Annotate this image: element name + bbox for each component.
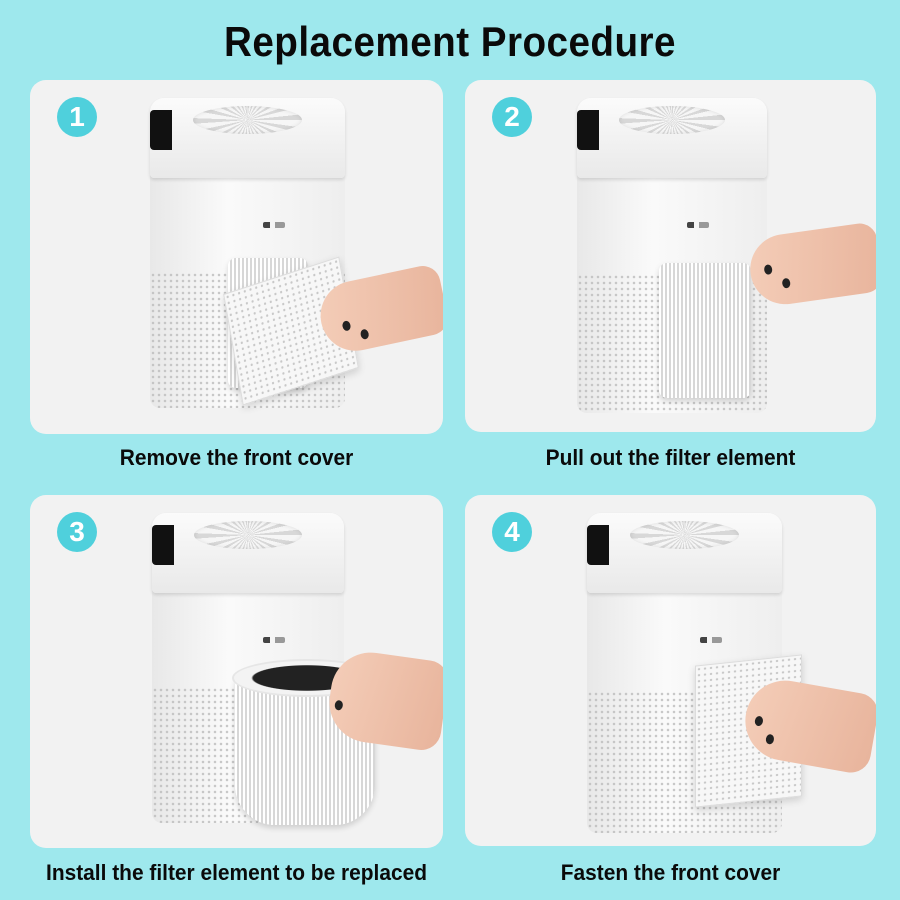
step-number-badge: 4	[492, 512, 532, 552]
step-2-card: 2	[465, 80, 876, 432]
step-2-caption: Pull out the filter element	[545, 445, 796, 470]
step-4-caption: Fasten the front cover	[560, 860, 781, 885]
step-number-badge: 3	[57, 512, 97, 552]
page-title: Replacement Procedure	[223, 18, 677, 65]
step-1-card: 1	[30, 80, 443, 434]
step-4-card: 4	[465, 495, 876, 846]
purifier-image	[577, 98, 767, 413]
step-1-caption: Remove the front cover	[119, 445, 354, 470]
step-3-card: 3	[30, 495, 443, 848]
step-3-caption: Install the filter element to be replace…	[46, 860, 427, 885]
step-number-badge: 1	[57, 97, 97, 137]
step-number-badge: 2	[492, 97, 532, 137]
